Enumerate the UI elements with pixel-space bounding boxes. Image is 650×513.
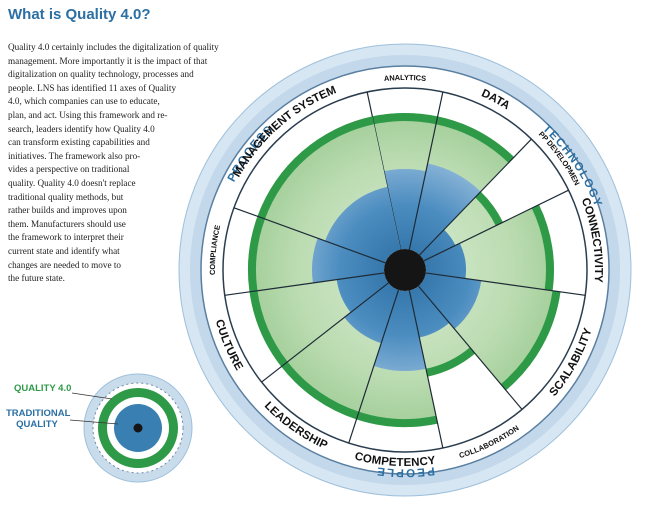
intro-line: 4.0, which companies can use to educate, (8, 96, 160, 107)
intro-line: quality. Quality 4.0 doesn't replace (8, 177, 136, 188)
traditional-bar (418, 272, 482, 329)
page-title: What is Quality 4.0? (8, 6, 151, 23)
quality40-rim (500, 290, 561, 391)
intro-line: people. LNS has identified 11 axes of Qu… (8, 82, 177, 93)
axis-wedge (233, 116, 401, 264)
quality40-rim (281, 361, 359, 420)
intro-line: traditional quality methods, but (8, 191, 124, 202)
legend-quality40-label: QUALITY 4.0 (14, 383, 72, 394)
intro-line: search, leaders identify how Quality 4.0 (8, 123, 155, 134)
quality40-rim (372, 112, 438, 125)
axis-wedge (418, 272, 586, 391)
intro-line: the future state. (8, 273, 65, 284)
quality40-rim (257, 116, 375, 220)
axis-divider (233, 207, 386, 264)
traditional-bar (384, 169, 426, 250)
axis-divider (418, 285, 523, 410)
intro-line: current state and identify what (8, 245, 120, 256)
axis-wedge (249, 272, 389, 383)
traditional-bar (423, 243, 466, 279)
intro-line: Quality 4.0 certainly includes the digit… (8, 42, 219, 52)
axis-divider (419, 138, 532, 256)
traditional-bar (419, 229, 456, 261)
traditional-bar (325, 186, 401, 263)
axis-divider (348, 289, 400, 444)
axis-divider (261, 282, 389, 383)
traditional-bar (312, 238, 386, 283)
center-hub (384, 249, 426, 291)
quality40-rim (249, 290, 288, 367)
intro-line: rather builds and improves upon (8, 205, 127, 216)
axis-divider (408, 290, 444, 449)
intro-line: initiatives. The framework also pro- (8, 150, 141, 161)
quality40-rim (425, 347, 476, 377)
traditional-bar (344, 282, 399, 344)
quality40-rim (531, 204, 554, 291)
intro-line: them. Manufacturers should use (8, 218, 126, 229)
axis-label: ANALYTICS (383, 72, 426, 82)
quality40-rim (248, 216, 265, 292)
intro-paragraph: Quality 4.0 certainly includes the digit… (8, 41, 276, 286)
quality40-rim (475, 191, 503, 226)
traditional-bar (409, 163, 481, 255)
intro-line: vides a perspective on traditional (8, 164, 130, 175)
traditional-bar (336, 272, 389, 313)
intro-line: can transform existing capabilities and (8, 137, 150, 148)
axis-wedge (409, 285, 523, 410)
intro-line: changes are needed to move to (8, 259, 122, 270)
axis-wedge (224, 216, 386, 296)
intro-line: digitalization on quality technology, pr… (8, 69, 194, 80)
axis-wedge (419, 138, 532, 261)
axis-divider (425, 272, 586, 296)
intro-line: the framework to interpret their (8, 232, 124, 243)
axis-wedge (423, 189, 569, 291)
intro-line: management. More importantly it is the i… (8, 55, 208, 66)
axis-divider (408, 91, 444, 250)
quality40-rim (356, 411, 438, 427)
intro-line: plan, and act. Using this framework and … (8, 109, 168, 120)
legend-wheel (69, 373, 193, 483)
axis-divider (224, 272, 385, 296)
quality40-rim (435, 116, 515, 163)
axis-wedge (408, 91, 515, 255)
legend-traditional-label: TRADITIONAL QUALITY (6, 408, 71, 430)
axis-wedge (281, 282, 400, 444)
axis-wedge (356, 289, 444, 449)
traditional-bar (409, 286, 450, 338)
axis-divider (423, 189, 569, 262)
